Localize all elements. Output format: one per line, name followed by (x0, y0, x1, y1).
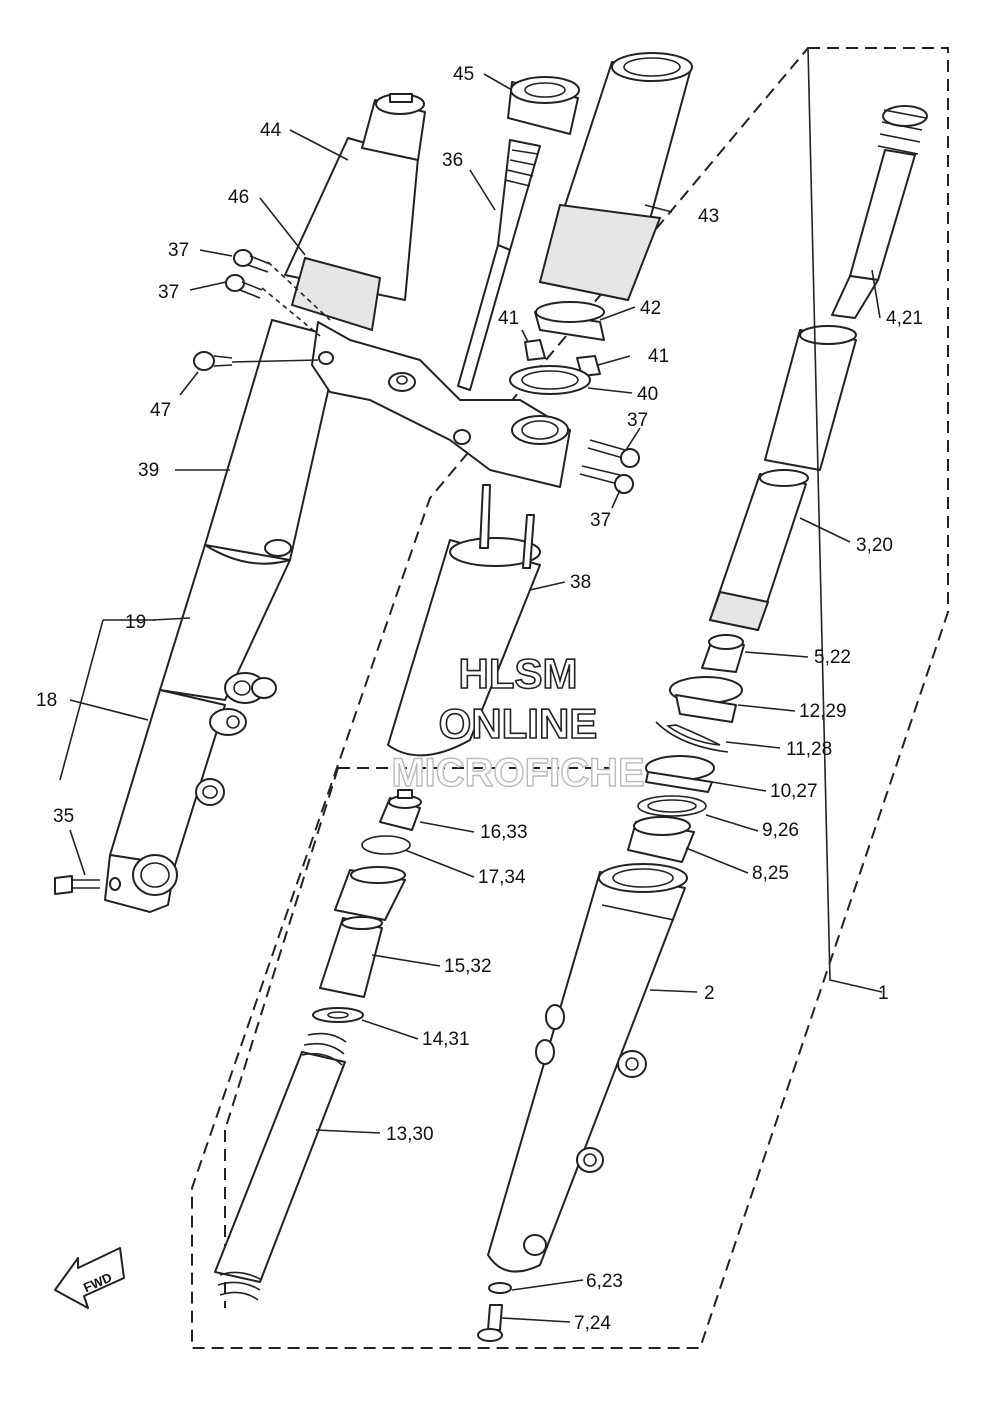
callout-36: 36 (442, 150, 463, 171)
callout-14-31: 14,31 (422, 1029, 470, 1050)
callouts: 45 44 46 36 43 37 37 47 42 41 41 40 37 3… (36, 64, 923, 1334)
inner-kit-boundary (224, 767, 612, 1308)
watermark: HLSM ONLINE MICROFICHE (391, 649, 646, 796)
callout-13-30: 13,30 (386, 1124, 434, 1145)
callout-41-b: 41 (648, 346, 669, 367)
callout-15-32: 15,32 (444, 956, 492, 977)
leader-lines (59, 47, 883, 1323)
callout-12-29: 12,29 (799, 701, 847, 722)
callout-40: 40 (637, 384, 658, 405)
part-43 (538, 52, 693, 302)
callout-2: 2 (704, 983, 715, 1004)
callout-37-b: 37 (158, 282, 179, 303)
callout-42: 42 (640, 298, 661, 319)
parts-40-42 (509, 301, 605, 395)
part-45 (507, 76, 580, 135)
callout-9-26: 9,26 (762, 820, 799, 841)
parts-13-to-17 (214, 789, 422, 1301)
parts-5-to-12 (627, 634, 745, 863)
callout-5-22: 5,22 (814, 647, 851, 668)
callout-7-24: 7,24 (574, 1313, 611, 1334)
callout-19: 19 (125, 612, 146, 633)
callout-16-33: 16,33 (480, 822, 528, 843)
fwd-arrow-icon: FWD (54, 1247, 125, 1309)
callout-38: 38 (570, 572, 591, 593)
callout-37-d: 37 (590, 510, 611, 531)
callout-18: 18 (36, 690, 57, 711)
callout-3-20: 3,20 (856, 535, 893, 556)
part-38 (387, 484, 541, 757)
callout-47: 47 (150, 400, 171, 421)
callout-6-23: 6,23 (586, 1271, 623, 1292)
callout-1: 1 (878, 983, 889, 1004)
callout-37-c: 37 (627, 410, 648, 431)
left-fork-assembly (54, 93, 426, 913)
callout-45: 45 (453, 64, 474, 85)
watermark-line-1: HLSM (459, 650, 578, 697)
assembly-boundary-1 (191, 47, 949, 1349)
callout-17-34: 17,34 (478, 867, 526, 888)
callout-43: 43 (698, 206, 719, 227)
callout-4-21: 4,21 (886, 308, 923, 329)
callout-11-28: 11,28 (786, 739, 832, 760)
watermark-line-2: ONLINE (439, 700, 598, 747)
callout-39: 39 (138, 460, 159, 481)
callout-10-27: 10,27 (770, 781, 818, 802)
callout-37-a: 37 (168, 240, 189, 261)
bracket-assembly (193, 249, 640, 494)
callout-8-25: 8,25 (752, 863, 789, 884)
callout-41-a: 41 (498, 308, 519, 329)
parts-4-21-spring-stack (831, 105, 928, 319)
parts-3-20 (708, 325, 857, 632)
callout-46: 46 (228, 187, 249, 208)
part-2-outer-tube (477, 863, 688, 1342)
damper-rod-36 (457, 139, 541, 391)
watermark-line-3: MICROFICHE (391, 751, 644, 795)
callout-35: 35 (53, 806, 74, 827)
callout-44: 44 (260, 120, 282, 141)
